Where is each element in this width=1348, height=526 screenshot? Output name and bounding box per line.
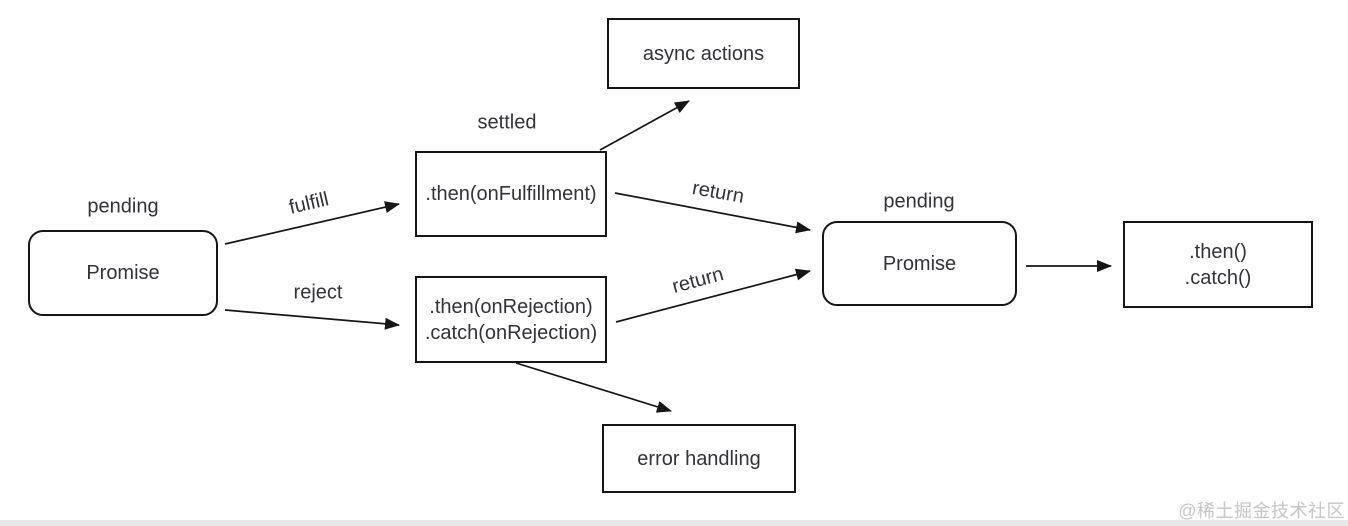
footer-divider-bar <box>0 520 1348 526</box>
node-then-catch-onrejection: .then(onRejection) .catch(onRejection) <box>415 276 607 363</box>
edge-label-reject: reject <box>293 281 343 304</box>
edge-reject-arrow <box>224 309 400 330</box>
node-then-onfulfillment: .then(onFulfillment) <box>415 151 607 237</box>
node-promise-initial-label: Promise <box>86 262 160 284</box>
node-then-catch-chain: .then() .catch() <box>1123 221 1313 308</box>
node-async-actions-label: async actions <box>642 42 765 65</box>
node-error-handling: error handling <box>602 424 796 493</box>
edge-label-return-rejected: return <box>669 263 726 298</box>
node-chain-catch-line: .catch() <box>1184 266 1252 289</box>
node-chain-then-line: .then() <box>1189 240 1247 263</box>
edge-to-async-actions-arrow <box>599 100 690 151</box>
node-promise-returned-label: Promise <box>882 252 957 275</box>
state-label-pending-returned: pending <box>883 190 955 213</box>
node-catch-onrejection-line: .catch(onRejection) <box>424 321 598 344</box>
node-error-handling-label: error handling <box>637 447 761 470</box>
state-label-pending-initial: pending <box>87 195 159 218</box>
node-promise-returned: Promise <box>822 221 1017 306</box>
node-async-actions: async actions <box>607 18 800 89</box>
node-then-onfulfillment-label: .then(onFulfillment) <box>425 183 597 205</box>
edge-label-fulfill: fulfill <box>286 188 331 219</box>
state-label-settled: settled <box>477 111 537 134</box>
node-then-onrejection-line: .then(onRejection) <box>429 295 593 318</box>
watermark-juejin-community: @稀土掘金技术社区 <box>1178 501 1345 521</box>
edge-to-error-handling-arrow <box>515 362 672 413</box>
edge-label-return-fulfilled: return <box>690 177 746 208</box>
node-promise-initial: Promise <box>28 230 218 316</box>
